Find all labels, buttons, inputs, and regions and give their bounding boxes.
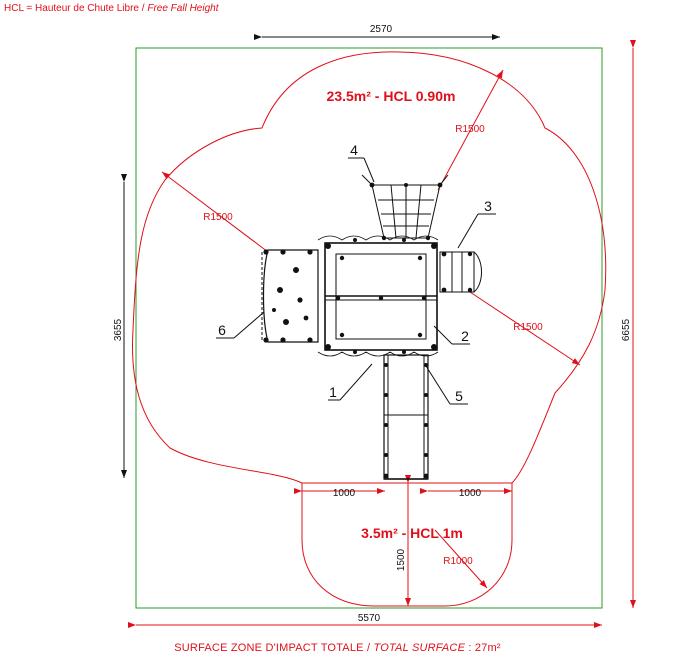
radius-left-label: R1500 [203,212,233,223]
callout-4: 4 [350,142,358,158]
radius-bottom-label: R1000 [443,556,473,567]
callout-6: 6 [218,322,226,338]
callout-leaders [216,157,496,405]
dim-left-label: 3655 [113,318,124,341]
dim-bottom-height-label: 1500 [396,548,407,571]
callout-2: 2 [461,328,469,344]
callout-3: 3 [484,198,492,214]
dim-right-height-label: 6655 [621,318,632,341]
play-structure [261,174,482,480]
radius-bottom-leader [434,529,488,589]
callout-5: 5 [455,388,463,404]
footer-french: SURFACE ZONE D'IMPACT TOTALE [174,642,364,654]
header-note: HCL = Hauteur de Chute Libre / Free Fall… [4,3,219,14]
dim-top-label: 2570 [370,24,393,35]
structure-posts [263,182,473,479]
radius-left-leader [161,171,269,253]
header-english: Free Fall Height [147,3,219,14]
dim-total-width-label: 5570 [358,613,381,624]
zone-small-label: 3.5m² - HCL 1m [361,525,463,541]
radius-top-label: R1500 [455,124,485,135]
header-abbr: HCL = Hauteur de Chute Libre [4,3,139,14]
impact-zone-outline [132,51,607,607]
callout-1: 1 [329,384,337,400]
radius-top-leader [437,69,504,191]
footer-english: TOTAL SURFACE [373,642,466,654]
boundary-rectangle [135,47,603,609]
dim-bottom-right-label: 1000 [459,488,482,499]
radius-right-leader [469,291,581,366]
total-surface-footer: SURFACE ZONE D'IMPACT TOTALE / TOTAL SUR… [174,642,501,654]
footer-value: : 27m² [468,642,501,654]
radius-right-label: R1500 [513,322,543,333]
zone-main-label: 23.5m² - HCL 0.90m [327,88,456,104]
dim-bottom-left-label: 1000 [333,488,356,499]
